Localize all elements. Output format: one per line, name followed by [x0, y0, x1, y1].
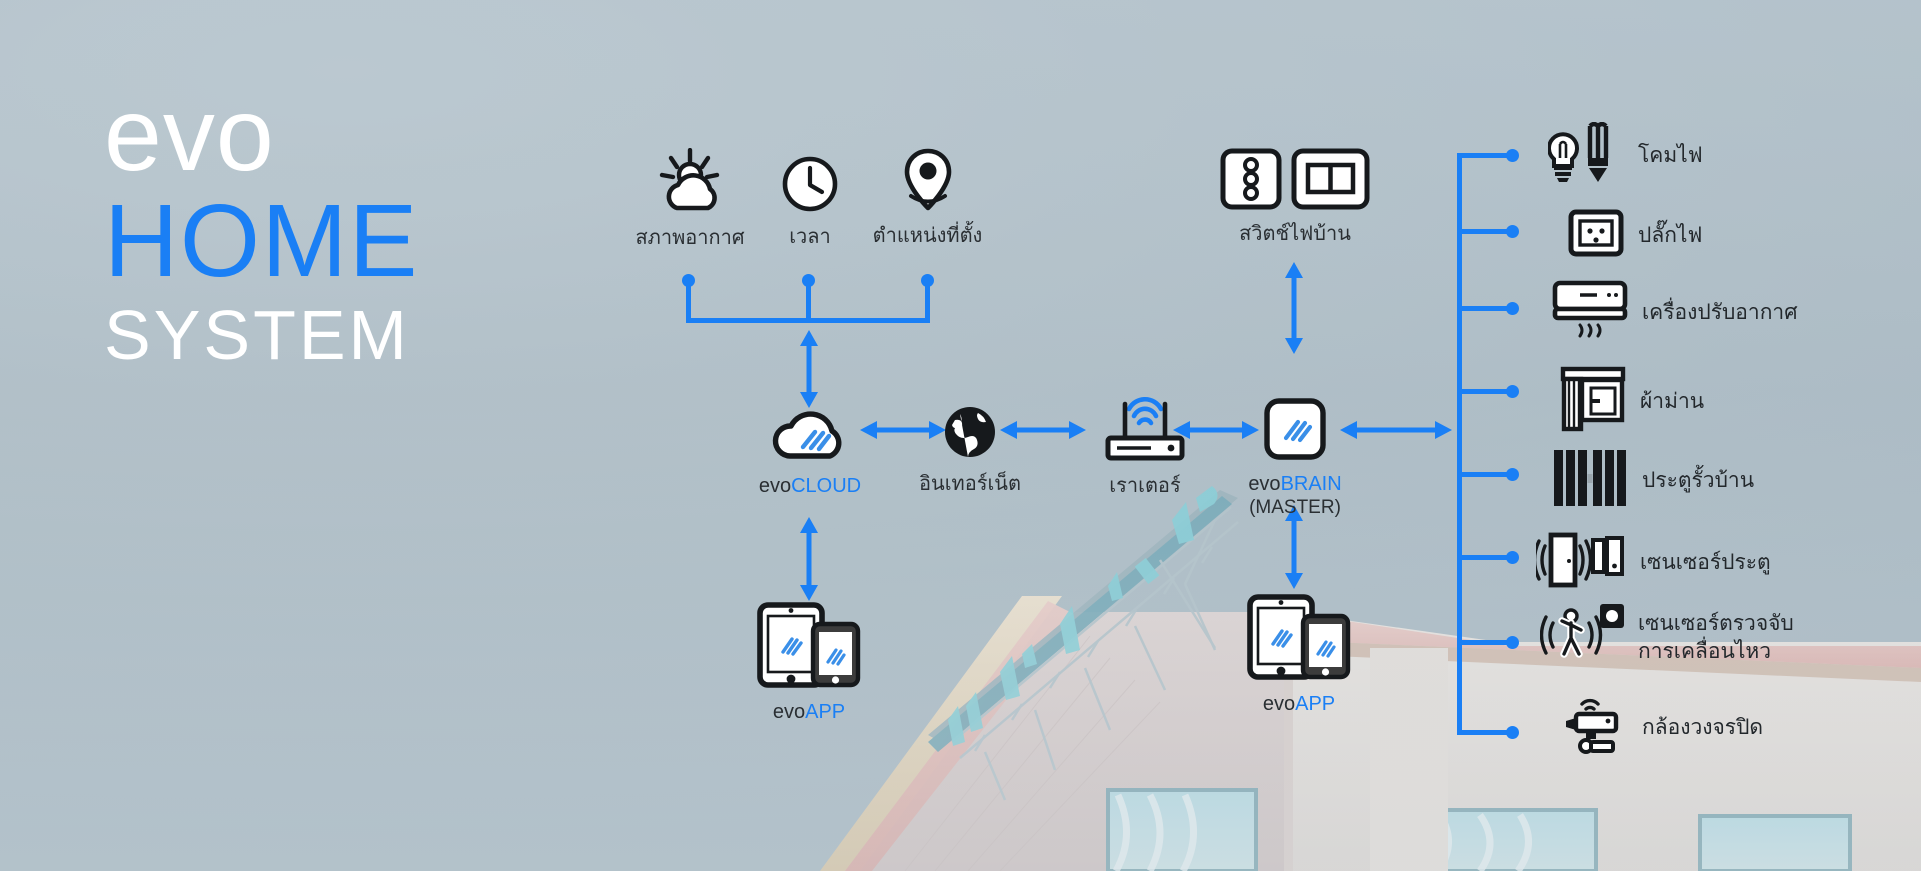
device-label-motion-sensor-line2: การเคลื่อนไหว [1638, 639, 1772, 663]
device-dot-8 [1506, 726, 1519, 739]
node-location[interactable]: ตำแหน่งที่ตั้ง [855, 148, 1000, 248]
device-branch-7 [1457, 640, 1512, 645]
node-evobrain[interactable]: evoBRAIN (MASTER) [1245, 398, 1345, 520]
brand-line-home: HOME [104, 182, 419, 298]
node-evoapp-right[interactable]: evoAPP [1238, 594, 1360, 716]
device-branch-2 [1457, 229, 1512, 234]
curtain-icon [1560, 366, 1626, 437]
evobrain-sublabel: (MASTER) [1249, 497, 1341, 519]
evobrain-prefix: evo [1248, 473, 1281, 495]
device-branch-6 [1457, 555, 1512, 560]
evoapp-right-suffix: APP [1295, 693, 1336, 715]
map-pin-icon [899, 148, 957, 217]
node-location-label: ตำแหน่งที่ตั้ง [872, 225, 983, 247]
device-dot-6 [1506, 551, 1519, 564]
tablet-phone-icon [757, 602, 861, 693]
node-internet-label: อินเทอร์เน็ต [919, 473, 1021, 495]
router-icon [1099, 388, 1191, 467]
cctv-camera-icon [1562, 694, 1628, 761]
power-outlet-icon [1568, 209, 1624, 262]
device-item-air-conditioner[interactable]: เครื่องปรับอากาศ [1552, 279, 1798, 346]
device-label-gate: ประตูรั้วบ้าน [1642, 468, 1755, 492]
cloud-icon [767, 400, 853, 467]
air-conditioner-icon [1552, 279, 1628, 346]
node-evoapp-right-label: evoAPP [1238, 692, 1360, 716]
connector-stem-location [925, 280, 930, 322]
node-evocloud[interactable]: evoCLOUD [750, 400, 870, 498]
arrow-cloud-internet [860, 421, 946, 439]
device-dot-4 [1506, 385, 1519, 398]
evoapp-left-suffix: APP [805, 701, 846, 723]
device-dot-3 [1506, 302, 1519, 315]
node-internet[interactable]: อินเทอร์เน็ต [900, 404, 1040, 496]
device-item-door-sensor[interactable]: เซนเซอร์ประตู [1532, 532, 1771, 593]
sliding-gate-icon [1552, 448, 1628, 513]
door-sensor-icon [1532, 532, 1626, 593]
bulb-and-cfl-icon [1547, 121, 1624, 189]
node-evoapp-left[interactable]: evoAPP [748, 602, 870, 724]
brand-line-evo: evo [104, 77, 275, 193]
tablet-phone-icon [1247, 594, 1351, 685]
arrow-sensors-to-cloud [800, 330, 818, 408]
node-evoapp-left-label: evoAPP [748, 700, 870, 724]
connector-stem-time [806, 280, 811, 322]
arrow-brain-devices [1340, 421, 1452, 439]
evocloud-suffix: CLOUD [791, 475, 862, 497]
wall-switch-icon [1220, 148, 1370, 215]
device-label-door-sensor: เซนเซอร์ประตู [1640, 550, 1771, 574]
evoapp-left-prefix: evo [772, 701, 806, 723]
arrow-router-brain [1173, 421, 1259, 439]
device-item-lamp[interactable]: โคมไฟ [1547, 121, 1703, 189]
node-evocloud-label: evoCLOUD [750, 474, 870, 498]
connector-bus-sensors [686, 318, 930, 323]
motion-sensor-icon [1539, 603, 1624, 672]
clock-icon [781, 155, 839, 218]
device-branch-8 [1457, 730, 1512, 735]
brand-line-system: SYSTEM [104, 295, 410, 374]
evocloud-prefix: evo [758, 475, 792, 497]
device-bus-spine [1457, 153, 1462, 735]
device-label-curtain: ผ้าม่าน [1640, 389, 1705, 413]
device-dot-7 [1506, 636, 1519, 649]
device-dot-2 [1506, 225, 1519, 238]
node-time[interactable]: เวลา [755, 155, 865, 249]
arrow-internet-router [1000, 421, 1086, 439]
node-router[interactable]: เราเตอร์ [1080, 388, 1210, 498]
device-item-curtain[interactable]: ผ้าม่าน [1560, 366, 1704, 437]
evoapp-right-prefix: evo [1262, 693, 1296, 715]
evobrain-suffix: BRAIN [1280, 473, 1342, 495]
device-label-motion-sensor-line1: เซนเซอร์ตรวจจับ [1638, 612, 1794, 636]
device-label-cctv: กล้องวงจรปิด [1642, 715, 1764, 739]
connector-stem-weather [686, 280, 691, 322]
device-branch-4 [1457, 389, 1512, 394]
device-label-lamp: โคมไฟ [1638, 143, 1703, 167]
device-label-air-conditioner: เครื่องปรับอากาศ [1642, 300, 1798, 324]
node-evobrain-label: evoBRAIN (MASTER) [1245, 472, 1345, 520]
node-router-label: เราเตอร์ [1109, 475, 1181, 497]
device-dot-5 [1506, 468, 1519, 481]
device-item-motion-sensor[interactable]: เซนเซอร์ตรวจจับ การเคลื่อนไหว [1539, 603, 1794, 672]
evo-brain-icon [1264, 398, 1326, 465]
node-time-label: เวลา [789, 226, 831, 248]
device-branch-1 [1457, 153, 1512, 158]
arrow-switch-brain [1285, 262, 1303, 354]
sun-cloud-icon [651, 147, 729, 219]
device-branch-3 [1457, 306, 1512, 311]
device-dot-1 [1506, 149, 1519, 162]
globe-icon [942, 404, 998, 465]
arrow-cloud-app [800, 517, 818, 601]
device-item-gate[interactable]: ประตูรั้วบ้าน [1552, 448, 1754, 513]
node-weather-label: สภาพอากาศ [635, 227, 745, 249]
brand-logo: evo HOME SYSTEM [104, 77, 564, 374]
device-item-outlet[interactable]: ปลั๊กไฟ [1568, 209, 1702, 262]
device-branch-5 [1457, 472, 1512, 477]
node-weather[interactable]: สภาพอากาศ [620, 147, 760, 250]
device-item-cctv[interactable]: กล้องวงจรปิด [1562, 694, 1763, 761]
arrow-brain-app [1285, 505, 1303, 589]
device-label-outlet: ปลั๊กไฟ [1638, 223, 1703, 247]
node-wall-switch[interactable]: สวิตช์ไฟบ้าน [1215, 148, 1375, 246]
device-label-motion-sensor: เซนเซอร์ตรวจจับ การเคลื่อนไหว [1638, 610, 1794, 665]
node-wall-switch-label: สวิตช์ไฟบ้าน [1239, 223, 1351, 245]
